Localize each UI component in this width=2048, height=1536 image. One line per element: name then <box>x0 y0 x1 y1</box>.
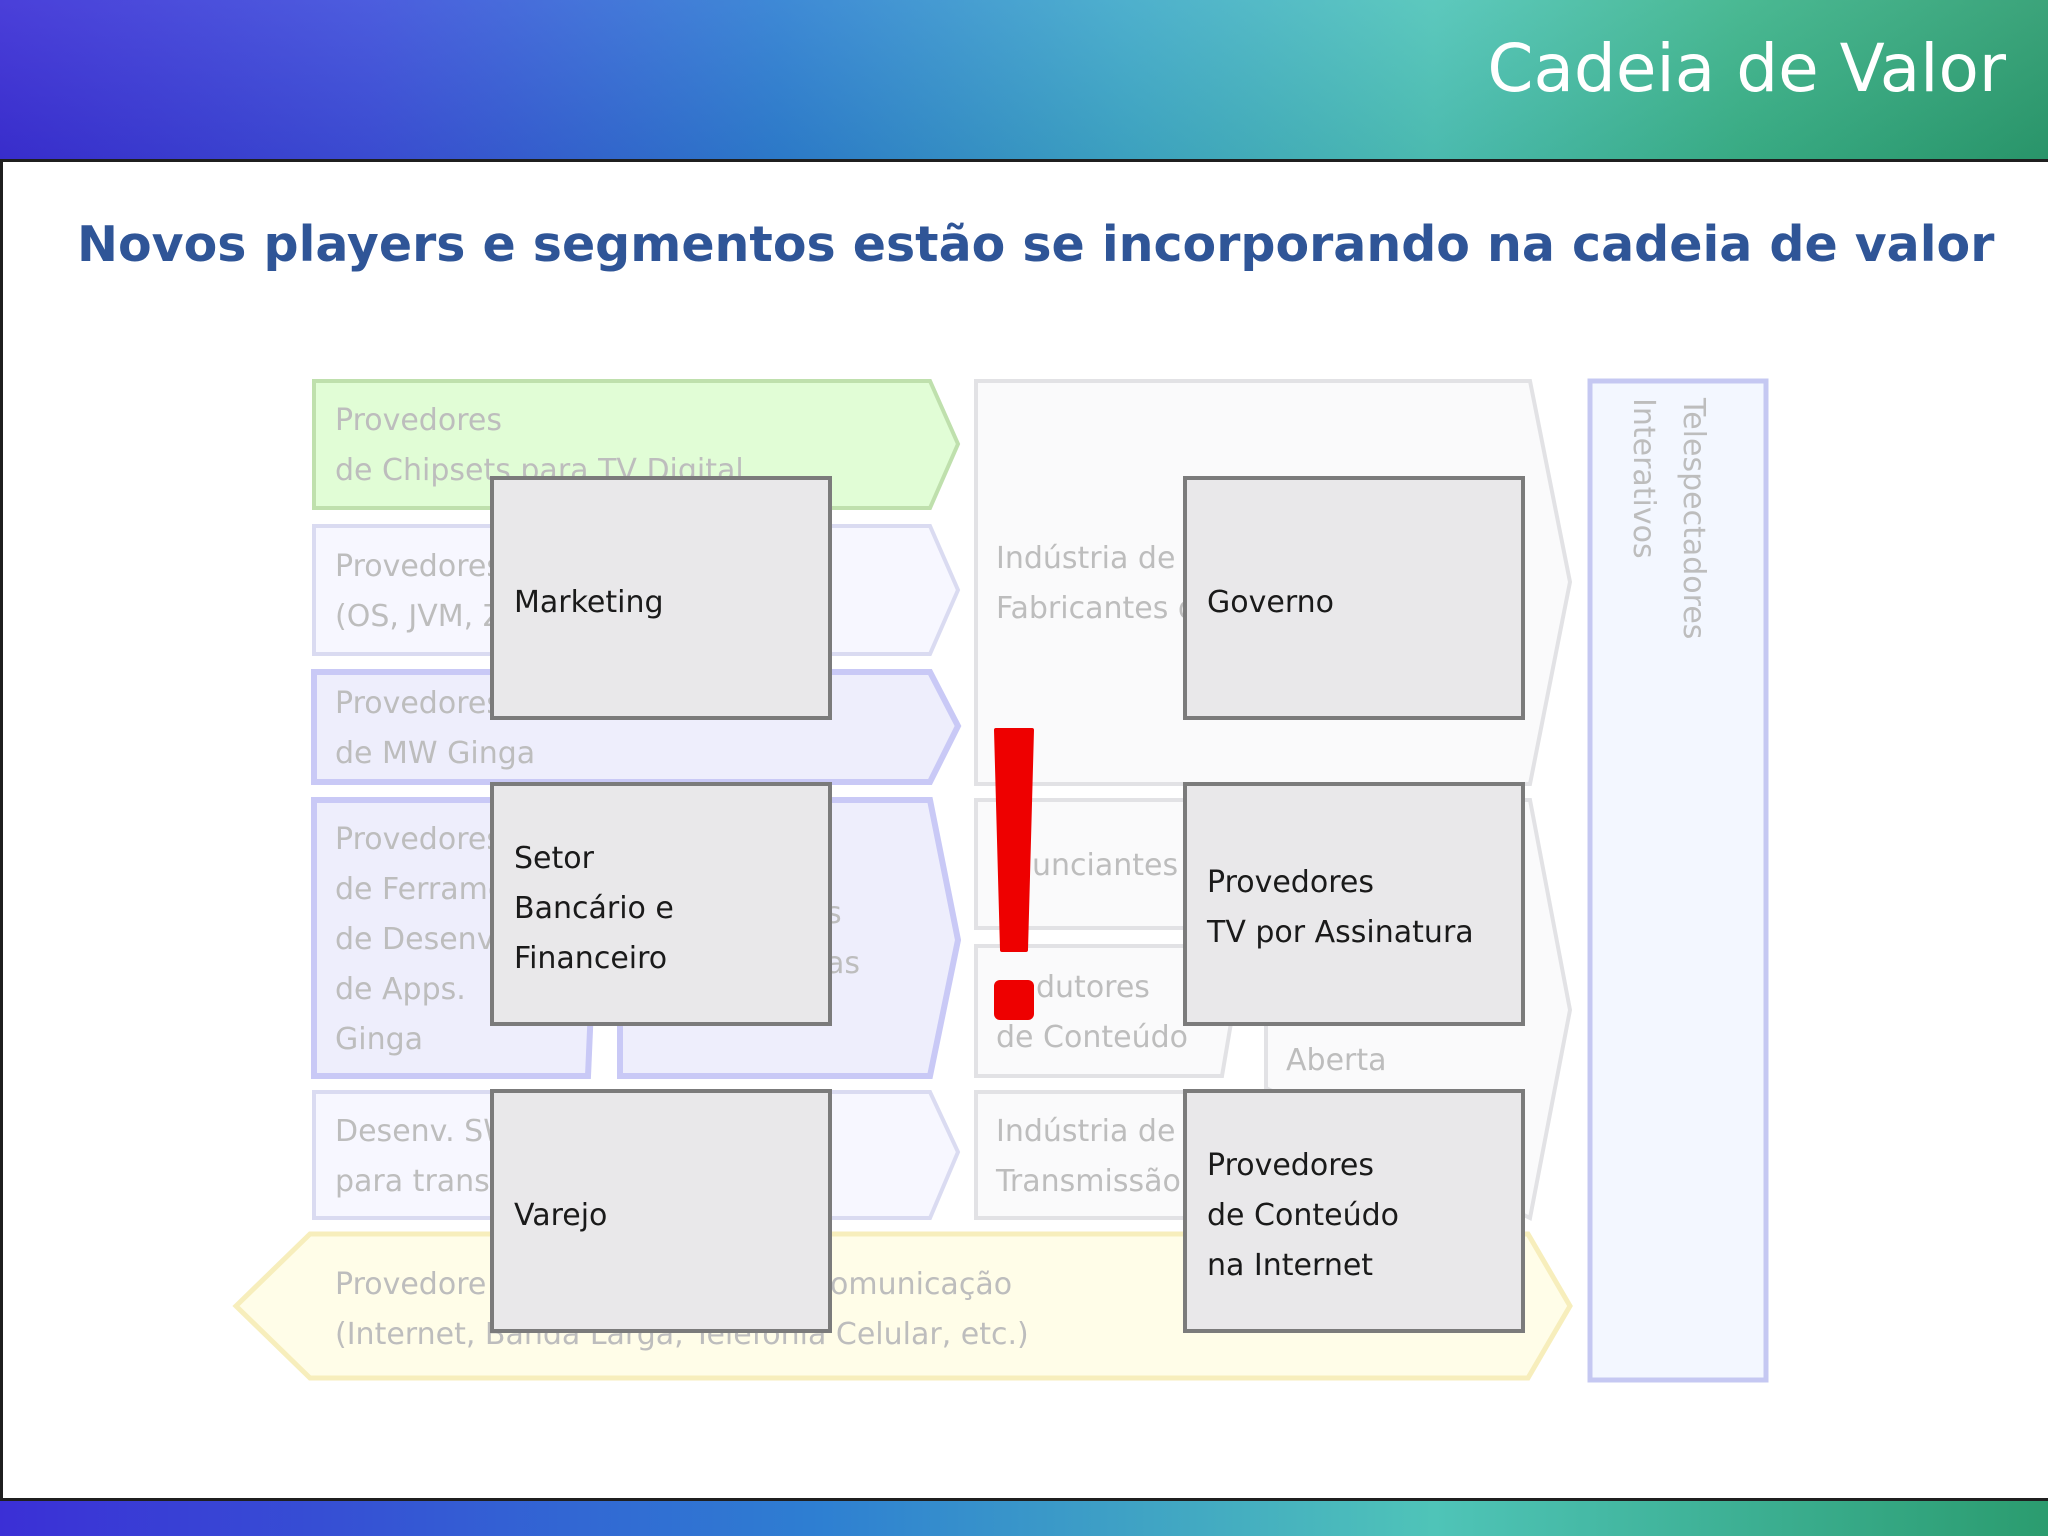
banking-box: Setor Bancário e Financeiro <box>490 782 832 1026</box>
header-band <box>0 0 2048 159</box>
exclamation-icon <box>994 728 1034 1020</box>
producers-label-sub: de Conteúdo <box>996 1020 1188 1055</box>
banking-box-label: Setor Bancário e Financeiro <box>514 841 674 976</box>
telecom-label-right: omunicação <box>830 1267 1013 1302</box>
mw-label: Provedores de MW Ginga <box>335 686 536 771</box>
sw-label: Desenv. SW para transn <box>335 1114 513 1199</box>
marketing-box-label: Marketing <box>514 585 664 620</box>
pay-tv-box-label: Provedores TV por Assinatura <box>1207 865 1474 950</box>
internet-content-box: Provedores de Conteúdo na Internet <box>1183 1089 1525 1333</box>
os-label: Provedores (OS, JVM, Z <box>335 549 504 634</box>
viewers-label: Telespectadores Interativos <box>1626 398 1711 640</box>
footer-rule <box>0 1498 2048 1501</box>
retail-box-label: Varejo <box>514 1198 608 1233</box>
viewers-column <box>1587 378 1769 1383</box>
transmission-label: Indústria de Transmissão <box>996 1114 1181 1199</box>
producers-block <box>974 944 1247 1078</box>
header-rule <box>0 159 2048 162</box>
government-box: Governo <box>1183 476 1525 720</box>
open-tv-label: Aberta <box>1286 1043 1387 1078</box>
telecom-label-left: Provedore <box>335 1267 487 1302</box>
government-box-label: Governo <box>1207 585 1334 620</box>
internet-content-box-label: Provedores de Conteúdo na Internet <box>1207 1148 1399 1283</box>
tools-label: Provedores de Ferrame de Desenv. de Apps… <box>335 822 507 1057</box>
advertisers-label: unciantes <box>1032 848 1179 883</box>
industry-label: Indústria de R Fabricantes d <box>996 541 1206 626</box>
producers-label: dutores <box>1036 970 1150 1005</box>
left-rule <box>0 159 3 1499</box>
slide-title: Cadeia de Valor <box>1487 30 2006 107</box>
marketing-box: Marketing <box>490 476 832 720</box>
retail-box: Varejo <box>490 1089 832 1333</box>
pay-tv-box: Provedores TV por Assinatura <box>1183 782 1525 1026</box>
headline: Novos players e segmentos estão se incor… <box>77 216 1995 273</box>
footer-band <box>0 1501 2048 1536</box>
